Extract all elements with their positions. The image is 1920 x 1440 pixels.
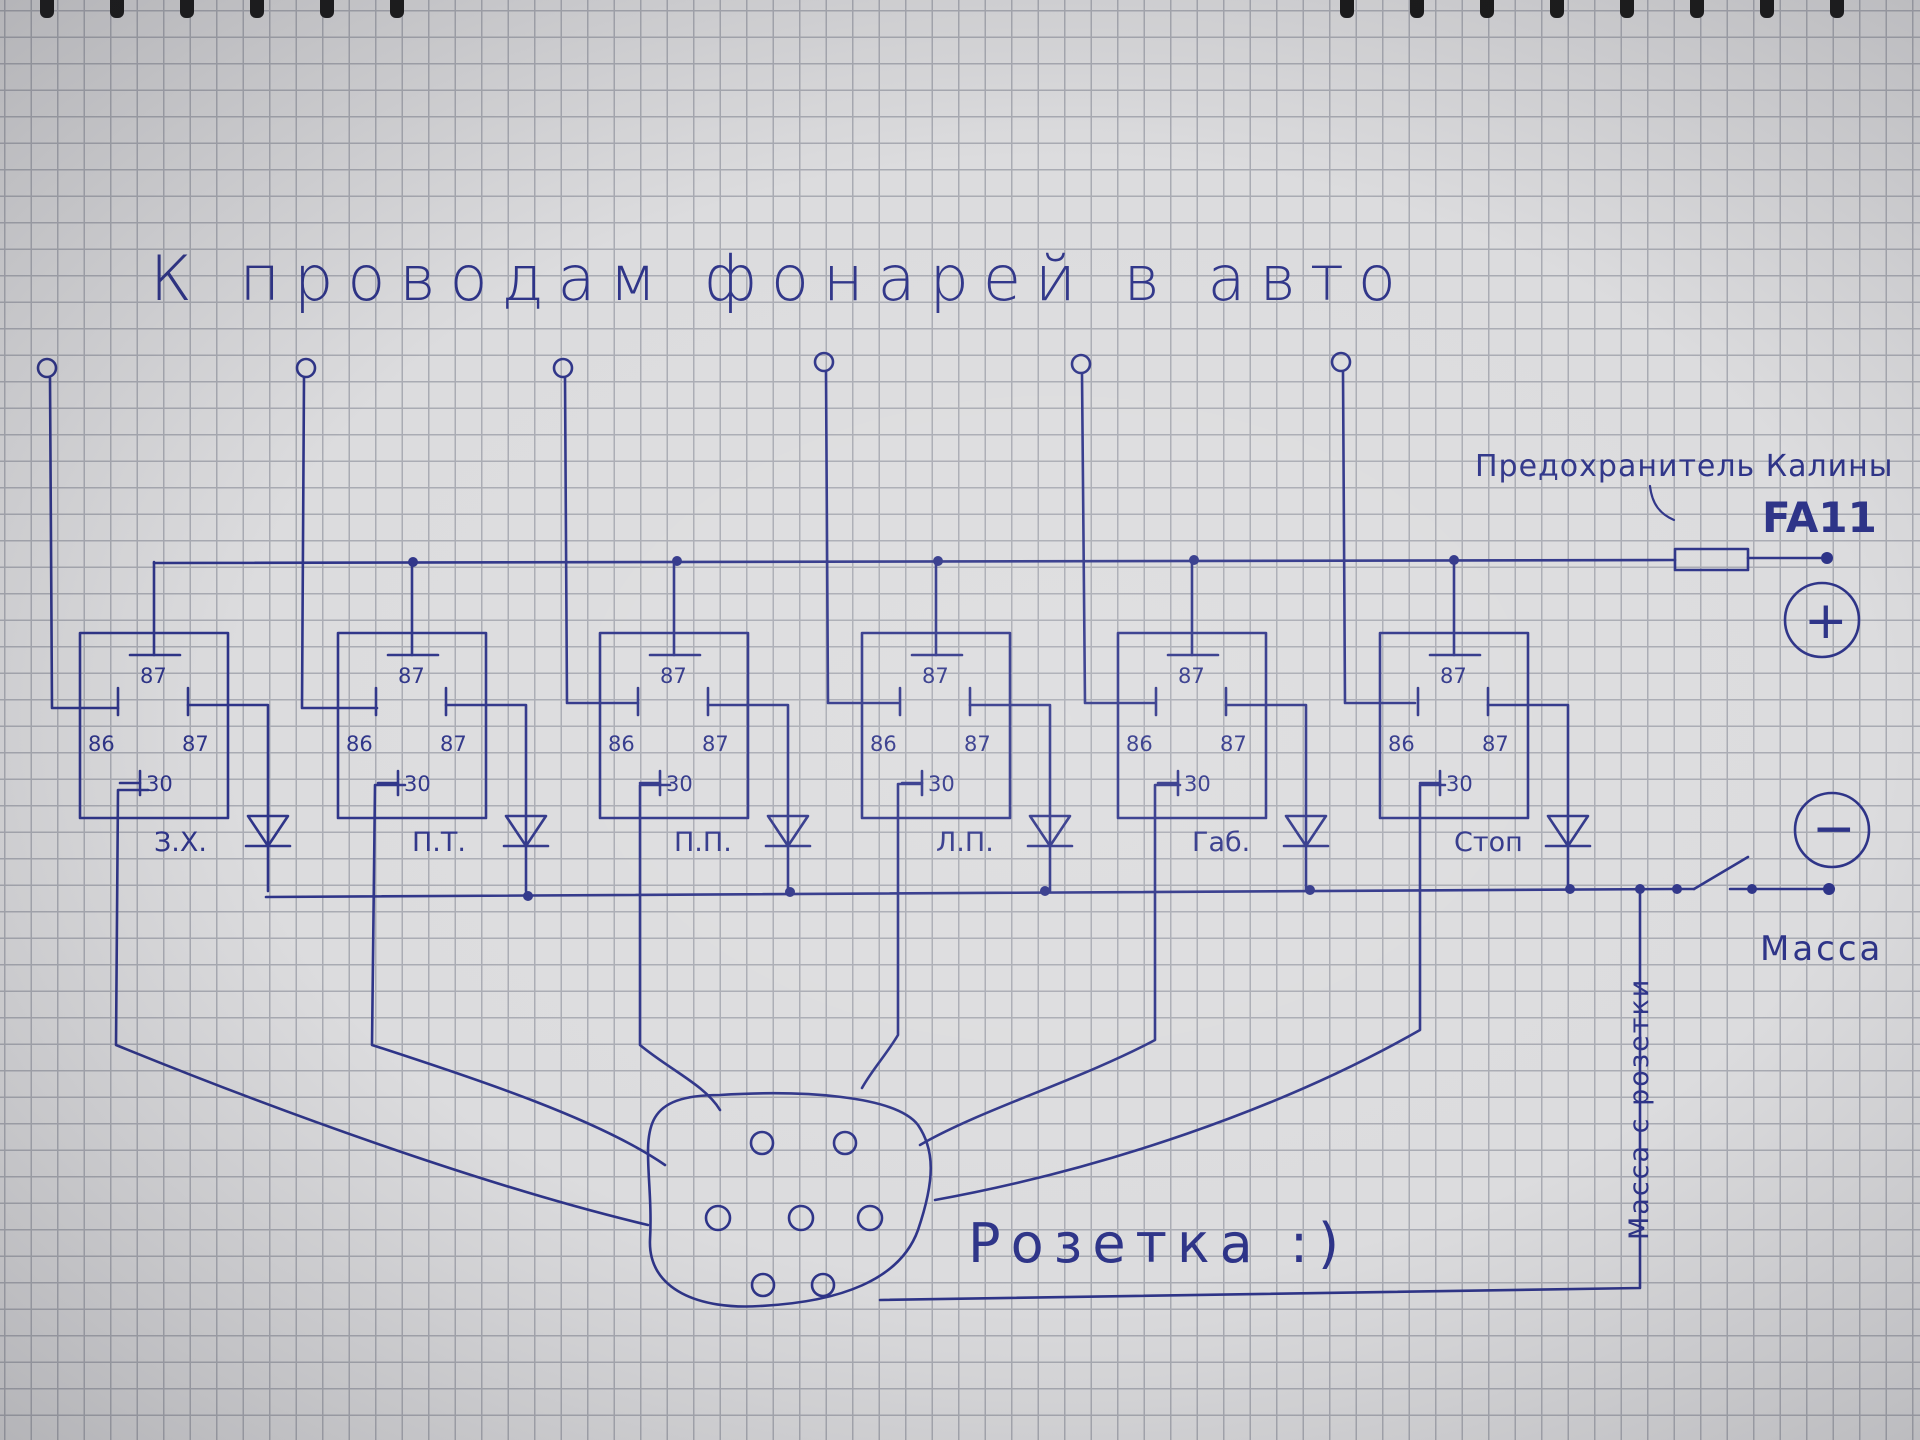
diode-icon [766,814,810,848]
diode-icon [504,814,548,848]
relay-label: П.П. [674,827,732,858]
pin-86-label: 86 [1388,732,1415,756]
pin-87-label: 87 [182,732,209,756]
relay-1: 87 86 87 30З.Х. [78,560,292,893]
socket-pin [787,1204,815,1232]
pin-30-label: 30 [1446,772,1473,796]
diode-icon [1284,814,1328,848]
pin-30-label: 30 [146,772,173,796]
relay-2: 87 86 87 30П.Т. [336,560,550,893]
ground-label: Масса [1760,929,1883,969]
fuse-symbol [1673,547,1750,572]
pin-86-label: 86 [608,732,635,756]
socket-pin [749,1130,775,1156]
relay-label: Л.П. [936,827,994,858]
pin-87-top-label: 87 [1178,664,1205,688]
pin-87-label: 87 [1482,732,1509,756]
socket-pin [856,1204,884,1232]
socket-pin [832,1130,858,1156]
pin-87-label: 87 [702,732,729,756]
relay-4: 87 86 87 30Л.П. [860,560,1074,893]
socket-pin [810,1272,836,1298]
plus-symbol: + [1804,591,1848,651]
socket-label: Розетка :) [968,1212,1349,1275]
pin-87-top-label: 87 [140,664,167,688]
relay-label: З.Х. [154,827,207,858]
fuse-code: FA11 [1762,493,1877,542]
socket-pin [704,1204,732,1232]
fuse-note: Предохранитель Калины [1475,449,1893,484]
positive-bus [152,547,1833,572]
diode-icon [246,814,290,848]
relay-label: П.Т. [412,827,466,858]
ground-socket-label: Масса с розетки [1624,978,1655,1240]
pin-87-top-label: 87 [660,664,687,688]
notebook-spiral [40,0,1844,18]
ground-switch [1692,855,1750,891]
pin-87-label: 87 [440,732,467,756]
pin-87-label: 87 [1220,732,1247,756]
trailer-socket [646,1092,932,1308]
pin-30-label: 30 [1184,772,1211,796]
relay-label: Габ. [1192,827,1250,858]
pin-86-label: 86 [346,732,373,756]
diagram-title: К проводам фонарей в авто [150,242,1410,315]
relay-label: Стоп [1454,827,1523,858]
pin-87-label: 87 [964,732,991,756]
pin-30-label: 30 [928,772,955,796]
minus-circle-icon [1793,791,1871,869]
socket-pin [750,1272,776,1298]
relays-group: 87 86 87 30З.Х. 87 86 87 30П.Т. 87 86 87 30П.П. 87 86… [78,560,1592,893]
lamp-wires [36,351,1417,710]
pin-87-top-label: 87 [1440,664,1467,688]
socket-ground-wire [878,889,1642,1302]
pin-87-top-label: 87 [398,664,425,688]
socket-wires [114,782,1447,1227]
pin-86-label: 86 [870,732,897,756]
pin-30-label: 30 [404,772,431,796]
ground-bus [264,855,1835,901]
diode-icon [1546,814,1590,848]
pin-86-label: 86 [1126,732,1153,756]
pin-87-top-label: 87 [922,664,949,688]
plus-circle-icon [1783,581,1861,659]
diode-icon [1028,814,1072,848]
pin-86-label: 86 [88,732,115,756]
minus-symbol: − [1812,799,1856,859]
